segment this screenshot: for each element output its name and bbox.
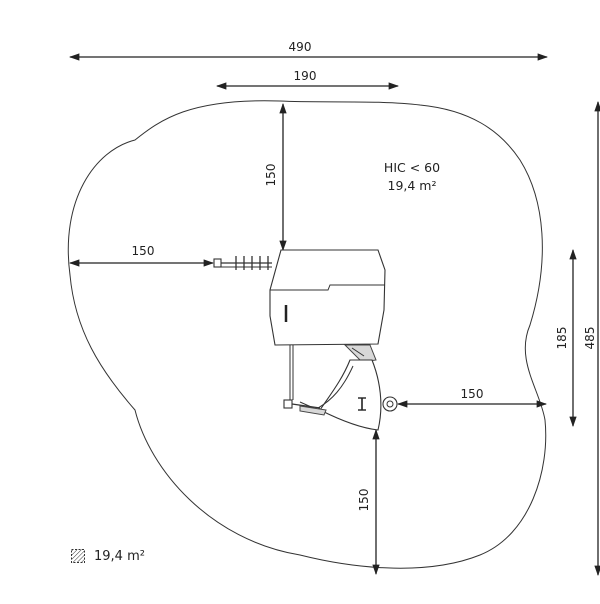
legend-area-label: 19,4 m² bbox=[94, 548, 145, 564]
zone-area-label: 19,4 m² bbox=[388, 178, 437, 193]
play-tower bbox=[269, 249, 386, 400]
hatched-square-icon bbox=[70, 548, 86, 564]
dimension-label-left-gap: 150 bbox=[132, 244, 155, 258]
tower-base bbox=[343, 344, 377, 363]
dimension-label-total-height: 485 bbox=[583, 327, 597, 350]
safety-zone-outline bbox=[67, 100, 547, 569]
round-post bbox=[382, 396, 398, 412]
climbing-ladder bbox=[213, 256, 272, 270]
dimension-label-bottom-gap: 150 bbox=[357, 489, 371, 512]
dimension-label-total-width: 490 bbox=[289, 40, 312, 54]
dimension-label-right-gap: 150 bbox=[461, 387, 484, 401]
step-element bbox=[283, 399, 327, 416]
dimension-label-top-gap: 150 bbox=[264, 164, 278, 187]
legend: 19,4 m² bbox=[70, 545, 145, 567]
dimension-label-inner-height: 185 bbox=[555, 327, 569, 350]
slide bbox=[317, 359, 382, 431]
zone-hic-label: HIC < 60 bbox=[384, 160, 440, 175]
dimension-label-top-width: 190 bbox=[294, 69, 317, 83]
